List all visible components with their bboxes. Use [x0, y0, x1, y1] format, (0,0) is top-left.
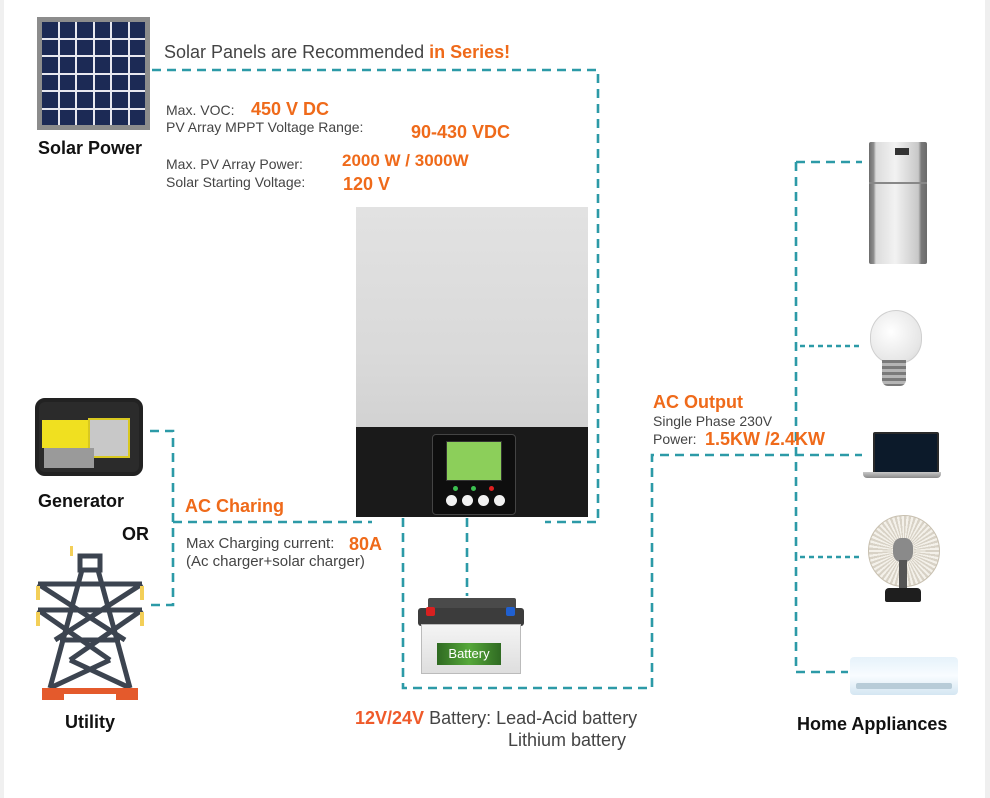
ac-charging-title: AC Charing — [185, 496, 284, 516]
spec-start-voltage-label: Solar Starting Voltage: — [166, 174, 306, 190]
inverter-button-2 — [462, 495, 473, 506]
battery-type: Battery: Lead-Acid battery — [429, 708, 638, 728]
refrigerator-door-split — [869, 182, 927, 184]
battery-spec: 12V/24V Battery: Lead-Acid battery — [355, 708, 637, 729]
negative-terminal-icon — [506, 607, 515, 616]
battery-voltage: 12V/24V — [355, 708, 425, 728]
battery-icon-label: Battery — [437, 643, 501, 665]
light-bulb-base — [882, 360, 906, 386]
ac-output-power-label: Power: — [653, 431, 697, 447]
spec-pv-power-value: 2000 W / 3000W — [342, 151, 469, 170]
led-ac-icon — [453, 486, 458, 491]
spec-mppt-label: PV Array MPPT Voltage Range: — [166, 119, 364, 135]
inverter-button-3 — [478, 495, 489, 506]
series-recommendation: Solar Panels are Recommended in Series! — [164, 42, 510, 63]
led-charge-icon — [471, 486, 476, 491]
battery-lid — [428, 598, 516, 610]
ac-output-phase: Single Phase 230V — [653, 413, 773, 429]
max-charging-current-label: Max Charging current: — [186, 535, 335, 552]
appliance-bus-wire — [794, 160, 862, 674]
or-label: OR — [122, 524, 149, 544]
home-appliances-label: Home Appliances — [797, 714, 948, 734]
spec-max-voc-value: 450 V DC — [251, 99, 330, 119]
refrigerator-display — [895, 148, 909, 155]
series-emphasis: in Series! — [429, 42, 511, 62]
desk-fan-motor — [893, 538, 913, 562]
spec-mppt-value: 90-430 VDC — [411, 122, 511, 142]
generator-wire — [148, 429, 175, 607]
positive-terminal-icon — [426, 607, 435, 616]
desk-fan-base — [885, 588, 921, 602]
spec-max-voc-label: Max. VOC: — [166, 102, 235, 118]
laptop-icon — [873, 432, 939, 474]
charger-note: (Ac charger+solar charger) — [186, 553, 365, 570]
generator-control — [88, 418, 130, 458]
left-border — [0, 0, 4, 798]
desk-fan-stand — [899, 560, 907, 590]
generator-label: Generator — [38, 491, 125, 511]
max-charging-current-value: 80A — [349, 534, 383, 554]
inverter-button-4 — [494, 495, 505, 506]
battery-type-line2: Lithium battery — [508, 730, 627, 750]
refrigerator-icon — [869, 142, 927, 264]
air-conditioner-vent — [856, 683, 952, 689]
lcd-display-icon — [446, 441, 502, 481]
spec-start-voltage-value: 120 V — [343, 174, 391, 194]
series-text: Solar Panels are Recommended — [164, 42, 430, 62]
solar-panel-icon — [37, 17, 150, 130]
air-conditioner-icon — [850, 657, 958, 695]
spec-pv-power-label: Max. PV Array Power: — [166, 156, 303, 172]
utility-label: Utility — [65, 712, 116, 732]
utility-tower-icon — [36, 546, 144, 700]
inverter-button-1 — [446, 495, 457, 506]
light-bulb-icon — [870, 310, 922, 364]
battery-top — [418, 608, 524, 626]
solar-power-label: Solar Power — [38, 138, 143, 158]
generator-tank — [42, 420, 88, 448]
ac-output-wire — [401, 453, 862, 690]
right-border — [985, 0, 990, 798]
ac-output-power-value: 1.5KW /2.4KW — [705, 429, 826, 449]
laptop-base — [863, 472, 941, 478]
ac-output-title: AC Output — [653, 392, 743, 412]
generator-engine — [44, 448, 94, 468]
inverter-body — [356, 207, 588, 427]
led-fault-icon — [489, 486, 494, 491]
